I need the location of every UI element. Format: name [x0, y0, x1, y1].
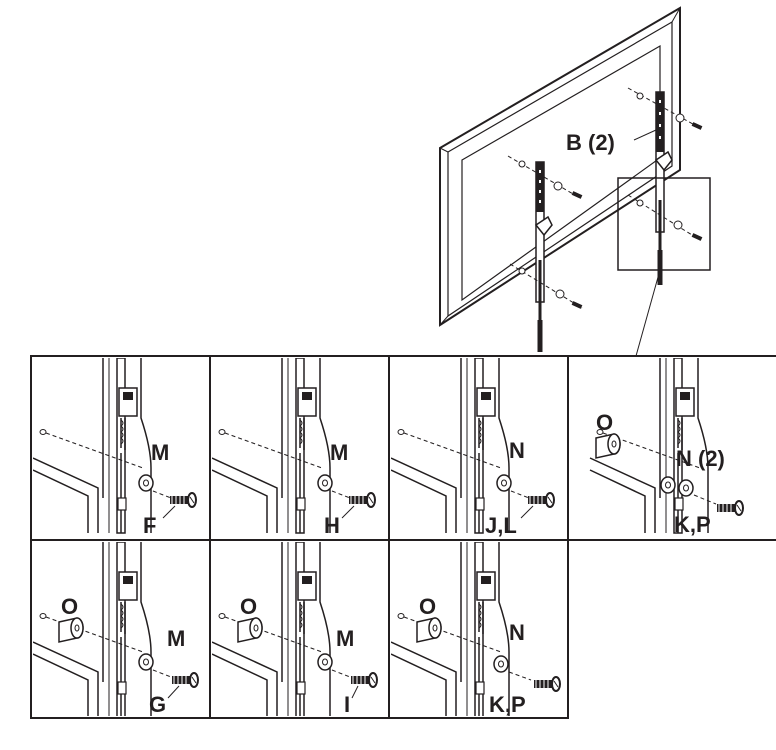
- washer-label: M: [151, 440, 169, 465]
- screw-icon: [348, 492, 376, 508]
- washer-label: N: [509, 438, 525, 463]
- left-bracket-overview: [534, 161, 553, 352]
- washer-label: M: [336, 626, 354, 651]
- screw-icon: [527, 492, 555, 508]
- washer-icon: [317, 653, 333, 671]
- screw-icon: [350, 672, 378, 688]
- spacer-label: O: [596, 410, 613, 435]
- panel-kp2: O N (2) K,P: [589, 358, 744, 537]
- panel-fm: M F: [33, 358, 197, 538]
- right-bracket-overview: [654, 91, 673, 285]
- panel-go: O M G: [33, 542, 199, 717]
- overview-hardware: [507, 87, 703, 309]
- spacer-label: O: [419, 594, 436, 619]
- screw-label: H: [324, 513, 340, 538]
- washer-icon: [138, 474, 154, 492]
- screw-icon: [533, 676, 561, 692]
- screw-label: K,P: [489, 692, 526, 717]
- spacer-icon: [237, 617, 263, 643]
- washer-icon: [678, 479, 694, 497]
- detail-panel-grid: [30, 355, 776, 719]
- bracket-label: B (2): [566, 130, 615, 155]
- spacer-label: O: [61, 594, 78, 619]
- panel-kp: O N K,P: [391, 542, 561, 717]
- spacer-label: O: [240, 594, 257, 619]
- panel-io: O M I: [212, 542, 378, 717]
- screw-icon: [171, 672, 199, 688]
- washer-icon: [317, 474, 333, 492]
- screw-icon: [716, 500, 744, 516]
- zoom-leader-line: [635, 269, 661, 357]
- spacer-icon: [58, 617, 84, 643]
- washer-icon: [660, 476, 676, 494]
- screw-label: I: [344, 692, 350, 717]
- washer-label: N (2): [676, 446, 725, 471]
- panel-jl: N J,L: [391, 358, 555, 538]
- spacer-icon: [595, 433, 621, 459]
- spacer-icon: [416, 617, 442, 643]
- washer-icon: [493, 655, 509, 673]
- washer-label: N: [509, 620, 525, 645]
- screw-label: K,P: [674, 512, 711, 537]
- panel-hm: M H: [212, 358, 376, 538]
- screw-label: G: [149, 692, 166, 717]
- washer-icon: [138, 653, 154, 671]
- bracket-leader-line: [633, 129, 657, 141]
- washer-icon: [496, 474, 512, 492]
- washer-label: M: [330, 440, 348, 465]
- screw-icon: [169, 492, 197, 508]
- zoom-callout-box: [617, 177, 711, 271]
- tv-back-overview: [439, 6, 681, 327]
- screw-label: J,L: [485, 513, 517, 538]
- screw-label: F: [143, 513, 156, 538]
- washer-label: M: [167, 626, 185, 651]
